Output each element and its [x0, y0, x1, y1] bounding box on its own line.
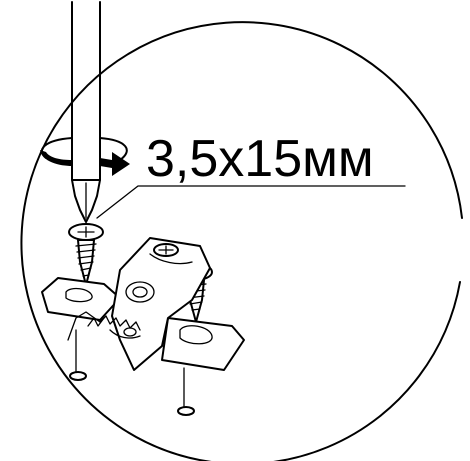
- screwdriver-icon: [71, 1, 101, 223]
- screw-icon: [68, 223, 104, 286]
- leader-line: [96, 185, 406, 219]
- dowel-pin-right: [177, 367, 195, 416]
- screw-size-label: 3,5x15мм: [146, 130, 374, 188]
- hinge-mounting-plate-icon: [41, 237, 245, 371]
- detail-circle: [20, 21, 463, 461]
- dowel-pin-left: [69, 329, 87, 381]
- rotation-arrow-icon: [40, 137, 130, 176]
